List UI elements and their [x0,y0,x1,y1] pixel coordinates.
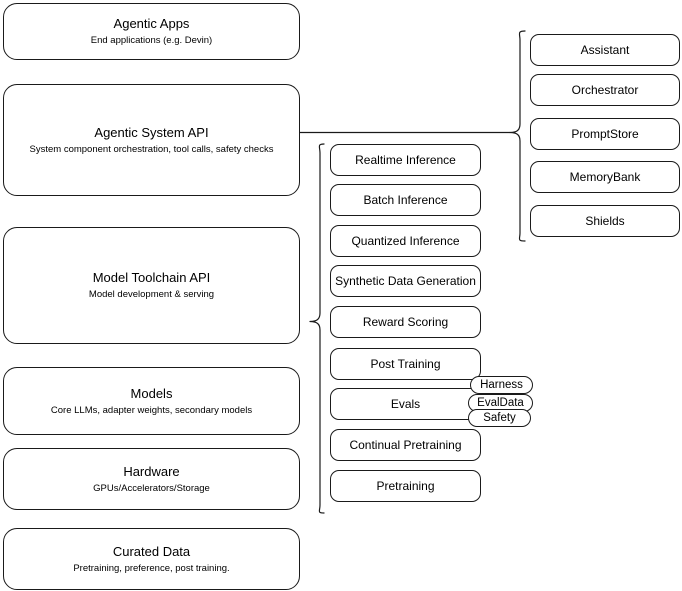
pill-batch-inference[interactable]: Batch Inference [330,184,481,216]
badge-safety[interactable]: Safety [468,409,531,427]
layer-curated-data[interactable]: Curated Data Pretraining, preference, po… [3,528,300,590]
layer-title: Curated Data [112,543,191,559]
layer-agentic-apps[interactable]: Agentic Apps End applications (e.g. Devi… [3,3,300,60]
pill-promptstore[interactable]: PromptStore [530,118,680,150]
badge-harness[interactable]: Harness [470,376,533,394]
model-toolchain-brace [309,143,325,514]
layer-subtitle: Core LLMs, adapter weights, secondary mo… [50,404,253,416]
layer-subtitle: System component orchestration, tool cal… [29,143,274,155]
layer-title: Model Toolchain API [92,270,211,285]
pill-reward-scoring[interactable]: Reward Scoring [330,306,481,338]
pill-quantized-inference[interactable]: Quantized Inference [330,225,481,257]
pill-evals[interactable]: Evals [330,388,481,420]
pill-realtime-inference[interactable]: Realtime Inference [330,144,481,176]
layer-title: Agentic System API [94,124,209,140]
layer-title: Models [130,385,173,401]
pill-assistant[interactable]: Assistant [530,34,680,66]
pill-post-training[interactable]: Post Training [330,348,481,380]
pill-orchestrator[interactable]: Orchestrator [530,74,680,106]
pill-shields[interactable]: Shields [530,205,680,237]
pill-memorybank[interactable]: MemoryBank [530,161,680,193]
pill-pretraining[interactable]: Pretraining [330,470,481,502]
layer-hardware[interactable]: Hardware GPUs/Accelerators/Storage [3,448,300,510]
layer-model-toolchain-api[interactable]: Model Toolchain API Model development & … [3,227,300,344]
layer-subtitle: GPUs/Accelerators/Storage [93,482,210,494]
pill-continual-pretraining[interactable]: Continual Pretraining [330,429,481,461]
layer-subtitle: End applications (e.g. Devin) [90,35,213,46]
layer-subtitle: Model development & serving [88,289,215,300]
layer-models[interactable]: Models Core LLMs, adapter weights, secon… [3,367,300,435]
agentic-system-brace [509,30,526,242]
pill-synthetic-data-generation[interactable]: Synthetic Data Generation [330,265,481,297]
layer-title: Agentic Apps [113,16,190,31]
layer-title: Hardware [123,463,180,479]
layer-subtitle: Pretraining, preference, post training. [73,562,230,574]
layer-agentic-system-api[interactable]: Agentic System API System component orch… [3,84,300,196]
